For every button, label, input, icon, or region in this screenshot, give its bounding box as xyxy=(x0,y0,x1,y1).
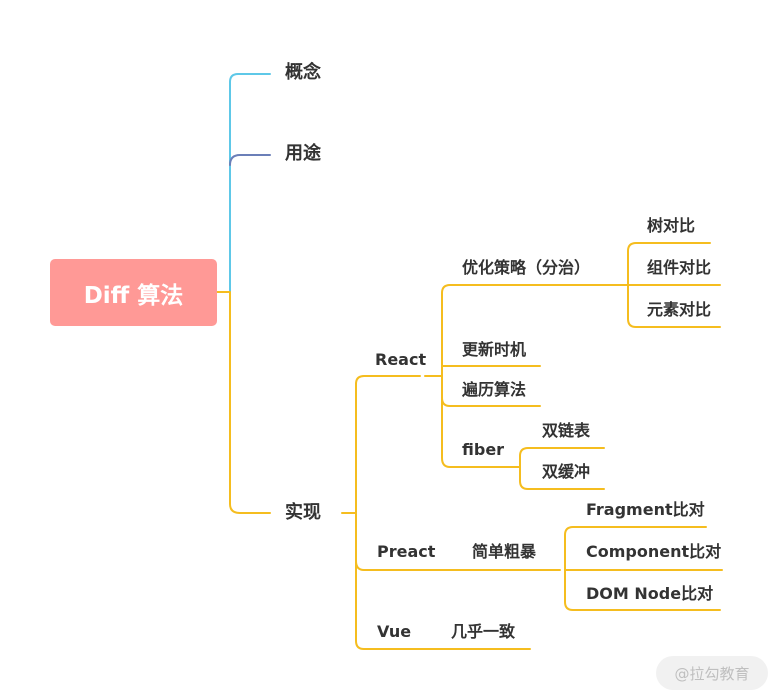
node-almost-same: 几乎一致 xyxy=(451,622,516,641)
node-update-timing: 更新时机 xyxy=(462,340,527,359)
node-component-compare: 组件对比 xyxy=(647,258,712,277)
node-optimize: 优化策略（分治） xyxy=(462,258,591,277)
node-double-buffer: 双缓冲 xyxy=(542,462,591,481)
root-label: Diff 算法 xyxy=(83,282,184,309)
node-doubly-linked-list: 双链表 xyxy=(542,421,591,440)
node-concept: 概念 xyxy=(285,62,321,83)
node-component-diff: Component比对 xyxy=(586,542,722,561)
node-element-compare: 元素对比 xyxy=(647,300,712,319)
node-preact: Preact xyxy=(377,542,436,561)
watermark-text: @拉勾教育 xyxy=(674,664,750,683)
watermark-logo: @拉勾教育 xyxy=(656,656,768,690)
node-vue: Vue xyxy=(377,622,412,641)
node-fragment-compare: Fragment比对 xyxy=(586,500,705,519)
node-fiber: fiber xyxy=(462,440,505,459)
node-tree-compare: 树对比 xyxy=(647,216,696,235)
root-node: Diff 算法 xyxy=(50,259,217,326)
node-react: React xyxy=(375,350,427,369)
node-simple-brute: 简单粗暴 xyxy=(472,542,537,561)
node-impl: 实现 xyxy=(285,502,321,523)
node-domnode-compare: DOM Node比对 xyxy=(586,584,714,603)
node-usage: 用途 xyxy=(285,143,321,164)
node-traverse-algo: 遍历算法 xyxy=(462,380,527,399)
